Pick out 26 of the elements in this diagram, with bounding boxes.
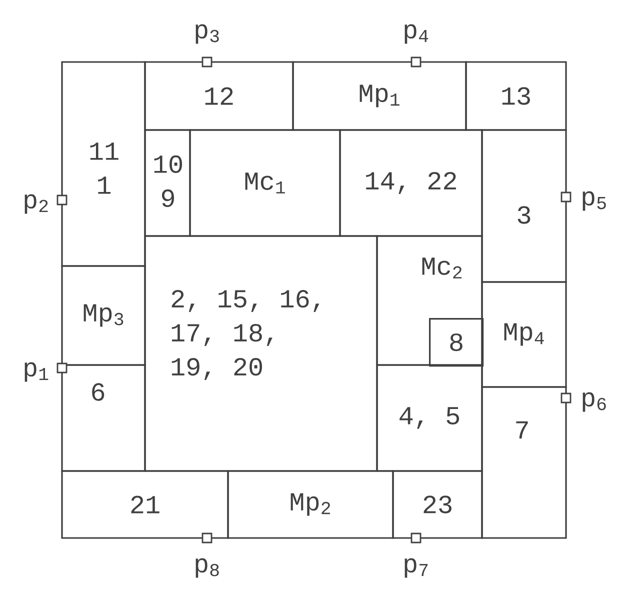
node-label: p$_{5}$ (582, 191, 606, 211)
node-label: p$_{4}$ (404, 24, 428, 44)
module-block: 2, 15, 16, 17, 18, 19, 20 (144, 235, 378, 472)
module-block: 21 (61, 470, 229, 539)
module-block: Mp$_{3}$ (61, 265, 146, 366)
module-block: 4, 5 (376, 364, 483, 472)
module-block: 8 (429, 318, 484, 367)
module-block: Mp$_{4}$ (481, 281, 567, 388)
module-block: 7 (481, 386, 567, 539)
node-label: p$_{3}$ (196, 24, 219, 44)
module-block: 6 (61, 364, 146, 472)
module-block: 11 1 (61, 61, 146, 267)
module-block: Mp$_{1}$ (292, 61, 467, 131)
node-label: p$_{7}$ (404, 558, 428, 578)
module-block: 3 (481, 129, 567, 283)
module-block: Mp$_{2}$ (227, 470, 394, 539)
module-block: 10 9 (144, 129, 191, 237)
module-block: Mc$_{1}$ (189, 129, 341, 237)
module-block: 13 (465, 61, 567, 131)
node-label: p$_{1}$ (24, 362, 48, 382)
node-label: p$_{6}$ (582, 392, 606, 412)
module-block: 14, 22 (339, 129, 483, 237)
module-block: 23 (392, 470, 483, 539)
module-block: 12 (144, 61, 294, 131)
node-label: p$_{8}$ (196, 558, 219, 578)
node-label: p$_{2}$ (24, 194, 48, 214)
